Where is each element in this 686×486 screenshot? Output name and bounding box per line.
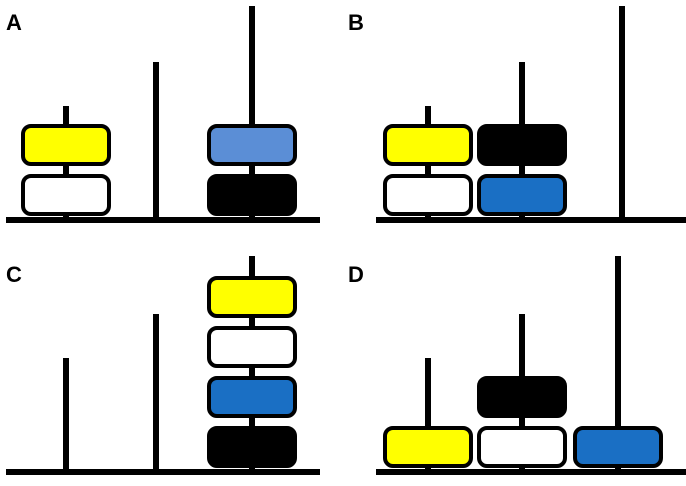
yellow-disk [21, 124, 111, 166]
yellow-disk [383, 124, 473, 166]
blue-disk [207, 376, 297, 418]
panel-d [376, 256, 686, 475]
panel-label-d: D [348, 262, 364, 287]
white-disk [383, 174, 473, 216]
light-blue-disk [207, 124, 297, 166]
panel-b [376, 6, 686, 223]
black-disk [477, 124, 567, 166]
black-disk [207, 174, 297, 216]
black-disk [477, 376, 567, 418]
panel-label-b: B [348, 10, 364, 35]
black-disk [207, 426, 297, 468]
panel-c [6, 256, 320, 475]
panel-label-c: C [6, 262, 22, 287]
panel-a [6, 6, 320, 223]
white-disk [477, 426, 567, 468]
panel-label-a: A [6, 10, 22, 35]
blue-disk [573, 426, 663, 468]
white-disk [21, 174, 111, 216]
blue-disk [477, 174, 567, 216]
yellow-disk [207, 276, 297, 318]
white-disk [207, 326, 297, 368]
yellow-disk [383, 426, 473, 468]
